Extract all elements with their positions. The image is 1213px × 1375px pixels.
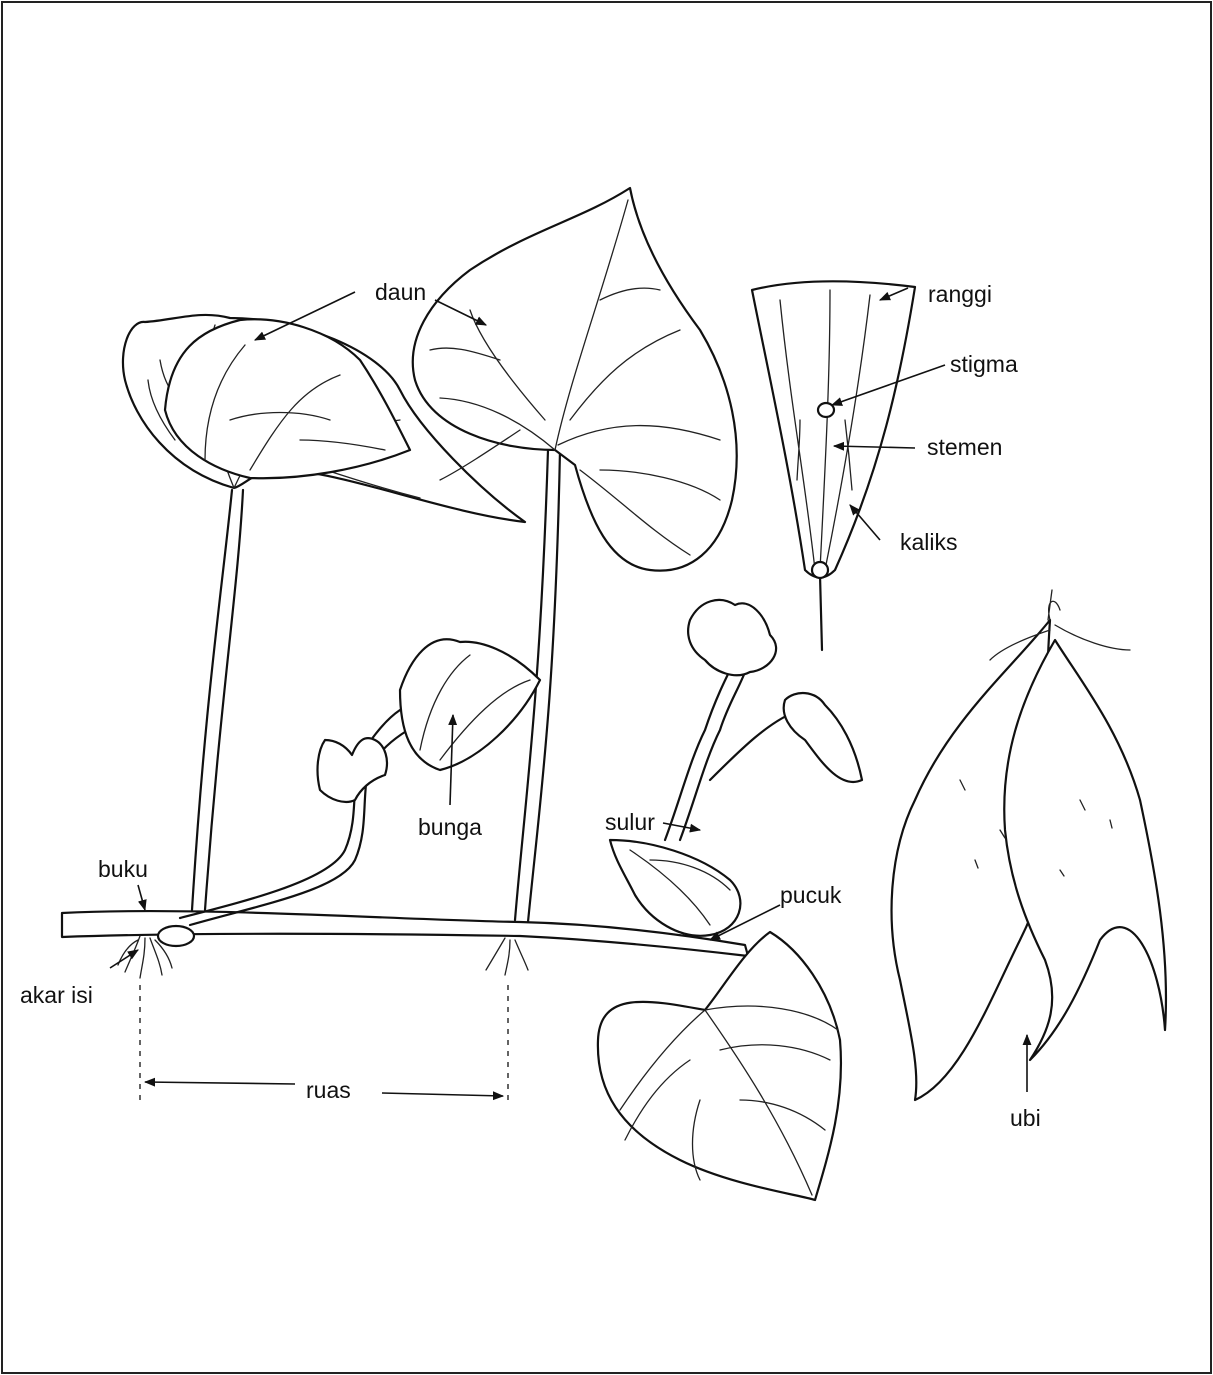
label-kaliks: kaliks: [900, 529, 958, 555]
label-stigma: stigma: [950, 351, 1018, 377]
label-ranggi: ranggi: [928, 281, 992, 307]
label-stemen: stemen: [927, 434, 1002, 460]
label-pucuk: pucuk: [780, 882, 842, 908]
node-roots-right: [486, 938, 528, 975]
label-bunga: bunga: [418, 814, 482, 840]
label-ruas: ruas: [306, 1077, 351, 1103]
tuber-ubi: [892, 590, 1166, 1100]
main-stem: [62, 911, 748, 956]
label-akar-isi: akar isi: [20, 982, 93, 1008]
label-sulur: sulur: [605, 809, 655, 835]
shoot-tip-pucuk: [610, 840, 740, 936]
flower-detail: [752, 281, 915, 650]
leaf-center: [413, 188, 737, 922]
shoot-sulur: [665, 600, 862, 840]
label-daun: daun: [375, 279, 426, 305]
flower-branch: [180, 639, 540, 925]
label-buku: buku: [98, 856, 148, 882]
label-ubi: ubi: [1010, 1105, 1041, 1131]
leaf-lower: [598, 932, 841, 1200]
